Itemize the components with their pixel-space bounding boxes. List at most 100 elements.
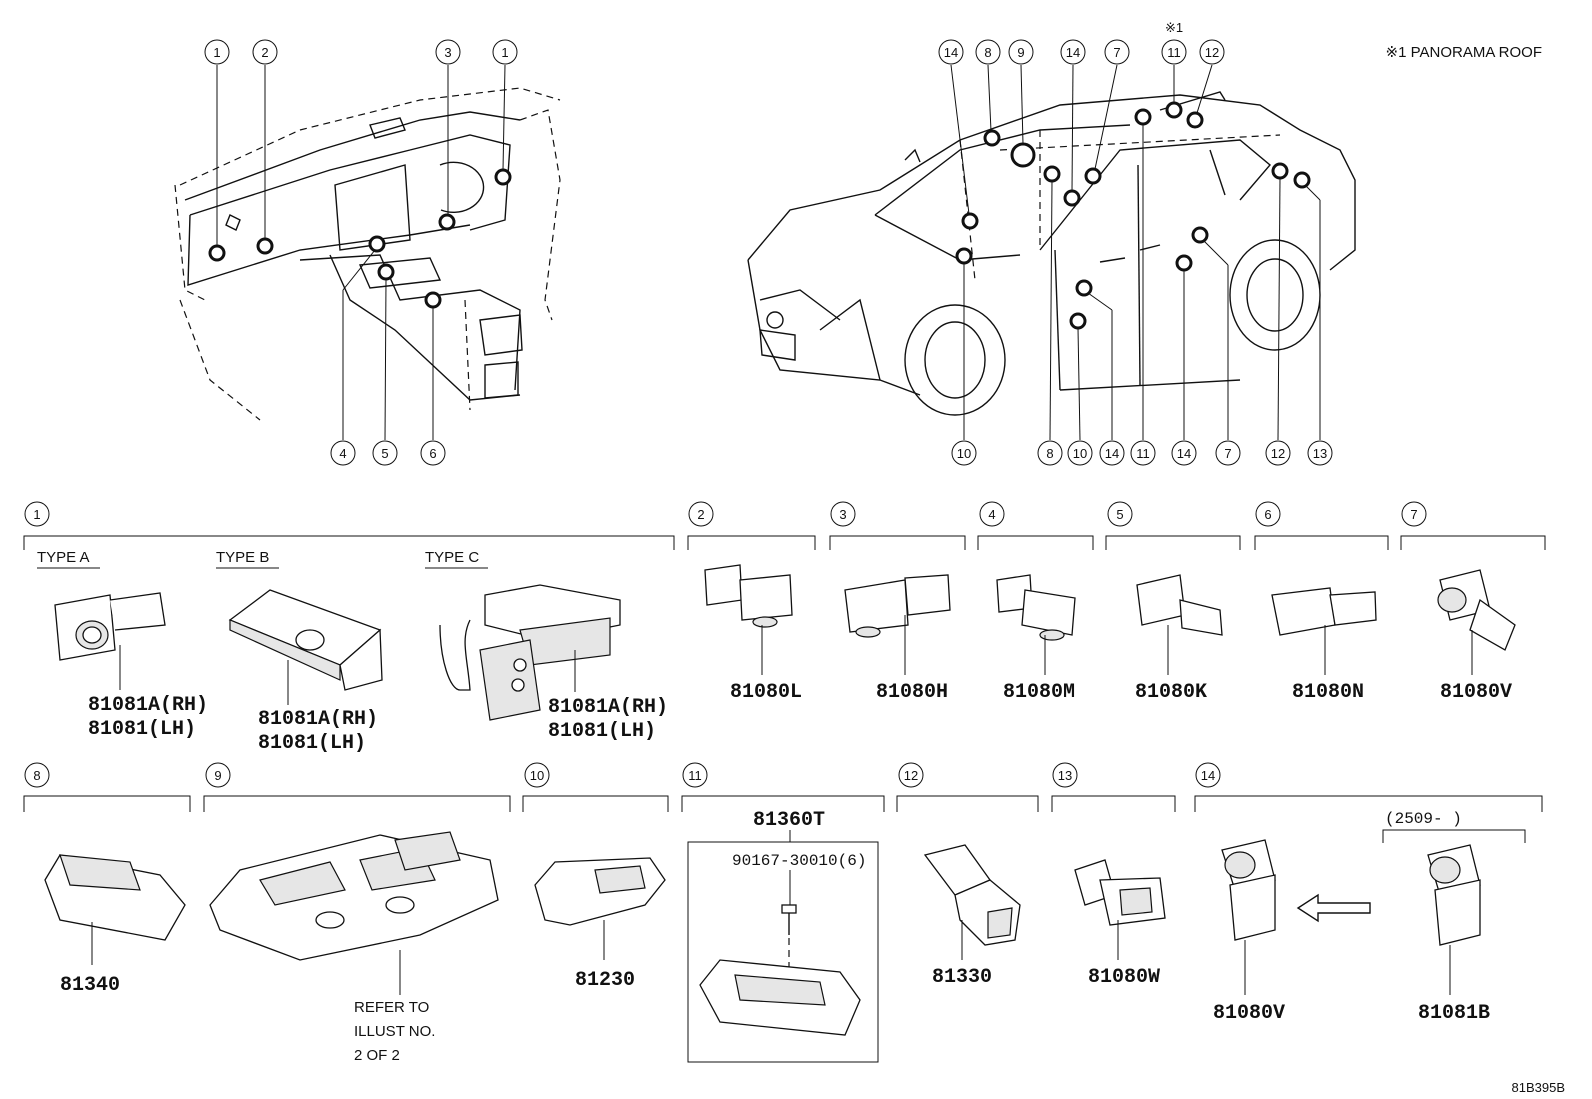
section-14: 14 81080V (2509- ) 81081B — [1194, 762, 1543, 1025]
part-number: 81230 — [575, 969, 635, 992]
part-81340-lamp — [44, 854, 186, 941]
callout-label: 1 — [213, 45, 220, 60]
date-range: (2509- ) — [1385, 810, 1462, 828]
callout-label: 12 — [1271, 446, 1285, 461]
type-b-label: TYPE B — [216, 549, 269, 566]
section-number: 3 — [839, 507, 846, 522]
section-number: 9 — [214, 768, 221, 783]
part-number: 81080N — [1292, 681, 1364, 704]
refer-text: 2 OF 2 — [354, 1047, 400, 1064]
callout-label: 6 — [429, 446, 436, 461]
section-1: 1 TYPE A TYPE B TYPE C 81081A(RH) 81081(… — [23, 501, 675, 755]
part-81080W-sensor — [1074, 859, 1166, 926]
part-number: 81081(LH) — [548, 720, 656, 743]
callout-8b: 8 — [1037, 440, 1063, 466]
panorama-roof-note: ※1 PANORAMA ROOF — [1386, 44, 1542, 61]
part-81080V-sensor — [1437, 569, 1516, 651]
section-7: 7 81080V — [1400, 501, 1546, 704]
part-81330-sensor — [923, 844, 1021, 946]
section-number: 1 — [33, 507, 40, 522]
part-81360T-lamp — [699, 959, 861, 1036]
part-number: 81081(LH) — [88, 718, 196, 741]
callout-6: 6 — [420, 440, 446, 466]
section-number: 6 — [1264, 507, 1271, 522]
section-3: 3 81080H — [829, 501, 966, 704]
section-number: 7 — [1410, 507, 1417, 522]
callout-label: 13 — [1313, 446, 1327, 461]
section-number: 13 — [1058, 768, 1072, 783]
panorama-mark: ※1 — [1165, 20, 1183, 35]
part-number: 81360T — [753, 809, 825, 832]
illustration-code: 81B395B — [1512, 1080, 1566, 1095]
callout-label: 11 — [1136, 446, 1150, 461]
callout-label: 1 — [501, 45, 508, 60]
callout-label: 14 — [1177, 446, 1191, 461]
refer-text: REFER TO — [354, 999, 429, 1016]
callout-label: 10 — [957, 446, 971, 461]
part-number: 81080L — [730, 681, 802, 704]
section-4: 4 81080M — [977, 501, 1094, 704]
callout-label: 8 — [984, 45, 991, 60]
callout-label: 2 — [261, 45, 268, 60]
callout-label: 14 — [1105, 446, 1119, 461]
callout-10c: 10 — [1067, 440, 1093, 466]
part-type-c-sensor — [439, 584, 621, 721]
callout-1a: 1 — [204, 39, 230, 65]
callout-11a: 11 — [1161, 39, 1187, 65]
callout-4: 4 — [330, 440, 356, 466]
part-number: 81081A(RH) — [258, 708, 378, 731]
callout-5: 5 — [372, 440, 398, 466]
section-9: 9 REFER TO ILLUST NO. 2 OF 2 — [203, 762, 511, 1064]
part-number: 81081A(RH) — [548, 696, 668, 719]
part-81080K-sensor — [1136, 574, 1223, 636]
refer-text: ILLUST NO. — [354, 1023, 435, 1040]
callout-label: 10 — [1073, 446, 1087, 461]
part-number: 81080V — [1213, 1002, 1285, 1025]
part-81081B-sensor-new — [1427, 844, 1481, 946]
location-dots — [208, 101, 1311, 330]
car-illustration — [747, 91, 1356, 416]
callout-9: 9 — [1008, 39, 1034, 65]
type-a-label: TYPE A — [37, 549, 90, 566]
part-type-b-sensor — [228, 589, 383, 691]
section-number: 5 — [1116, 507, 1123, 522]
callout-7b: 7 — [1215, 440, 1241, 466]
part-number: 81081(LH) — [258, 732, 366, 755]
section-8: 8 81340 — [23, 762, 191, 997]
section-12: 12 81330 — [896, 762, 1039, 989]
part-81080V-sensor-old — [1221, 839, 1276, 941]
part-number: 81080H — [876, 681, 948, 704]
callout-14b: 14 — [1060, 39, 1086, 65]
kit-box — [687, 841, 879, 1063]
section-number: 2 — [697, 507, 704, 522]
callout-7a: 7 — [1104, 39, 1130, 65]
callout-label: 11 — [1167, 45, 1181, 60]
callout-14c: 14 — [1099, 440, 1125, 466]
dashboard-illustration — [174, 87, 561, 421]
callout-label: 3 — [444, 45, 451, 60]
callout-circles: 1 2 3 1 4 5 6 14 8 9 14 7 11 12 10 8 10 … — [204, 20, 1333, 466]
callout-2: 2 — [252, 39, 278, 65]
section-number: 14 — [1201, 768, 1215, 783]
callout-12b: 12 — [1265, 440, 1291, 466]
callout-label: 14 — [944, 45, 958, 60]
part-number: 81080M — [1003, 681, 1075, 704]
section-number: 12 — [904, 768, 918, 783]
section-6: 6 81080N — [1254, 501, 1389, 704]
part-number: 81081B — [1418, 1002, 1490, 1025]
callout-14d: 14 — [1171, 440, 1197, 466]
part-overhead-console — [209, 831, 499, 961]
callout-label: 7 — [1113, 45, 1120, 60]
arrow-left-icon — [1296, 893, 1371, 923]
callout-12a: 12 — [1199, 39, 1225, 65]
callout-13: 13 — [1307, 440, 1333, 466]
callout-label: 9 — [1017, 45, 1024, 60]
callout-label: 5 — [381, 446, 388, 461]
part-81230-lamp — [534, 857, 666, 926]
callout-14a: 14 — [938, 39, 964, 65]
part-type-a-sensor — [54, 592, 166, 661]
part-number: 81080W — [1088, 966, 1160, 989]
callout-11b: 11 — [1130, 440, 1156, 466]
section-11: 11 81360T 90167-30010(6) — [681, 762, 885, 1063]
